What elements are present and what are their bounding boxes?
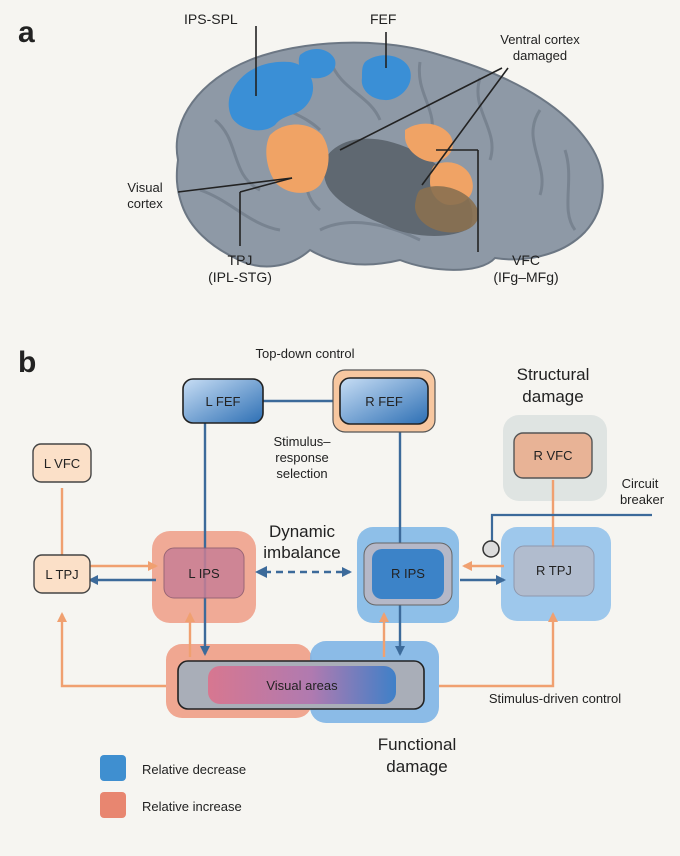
node-r-ips-label: R IPS [391, 566, 425, 581]
legend-increase-label: Relative increase [142, 799, 242, 814]
label-visual-line2: cortex [127, 196, 163, 211]
node-visual-areas: Visual areas [177, 660, 425, 710]
node-r-tpj: R TPJ [513, 545, 595, 597]
label-fef: FEF [370, 11, 396, 27]
node-l-tpj: L TPJ [33, 554, 91, 594]
panel-b-letter: b [18, 346, 36, 379]
label-vfc-line2: (IFg–MFg) [493, 269, 558, 285]
legend-swatch-increase [100, 792, 126, 818]
panel-b: b [18, 346, 665, 818]
label-ventral-line1: Ventral cortex [500, 32, 580, 47]
node-l-fef-label: L FEF [206, 394, 241, 409]
label-circuit-line2: breaker [620, 492, 665, 507]
node-l-vfc-label: L VFC [44, 456, 80, 471]
ips-spl-region [228, 61, 314, 131]
label-functional-line1: Functional [378, 735, 456, 754]
dynamic-arrow-left-head [255, 566, 267, 578]
node-r-vfc: R VFC [513, 432, 593, 479]
node-l-vfc: L VFC [32, 443, 92, 483]
ips-spl-region-2 [298, 48, 336, 79]
panel-a: a [18, 11, 604, 285]
label-top-down: Top-down control [256, 346, 355, 361]
node-l-ips-label: L IPS [188, 566, 220, 581]
tpj-region [266, 124, 329, 193]
vfc-region-upper [405, 123, 453, 162]
label-vfc-line1: VFC [512, 252, 540, 268]
node-r-fef: R FEF [332, 369, 436, 433]
brain-illustration [175, 41, 604, 271]
node-visual-areas-label: Visual areas [266, 678, 338, 693]
label-stim-driven: Stimulus-driven control [489, 691, 621, 706]
label-ventral-line2: damaged [513, 48, 567, 63]
label-functional-line2: damage [386, 757, 447, 776]
circuit-breaker-knob [482, 540, 500, 558]
legend: Relative decrease Relative increase [100, 755, 246, 818]
label-dynamic-line1: Dynamic [269, 522, 336, 541]
label-stim-resp-line1: Stimulus– [273, 434, 331, 449]
label-structural-line1: Structural [517, 365, 590, 384]
label-stim-resp-line3: selection [276, 466, 327, 481]
node-r-vfc-label: R VFC [534, 448, 573, 463]
node-r-fef-label: R FEF [365, 394, 403, 409]
connections [57, 399, 652, 688]
label-circuit-line1: Circuit [622, 476, 659, 491]
label-stim-resp-line2: response [275, 450, 328, 465]
node-r-tpj-label: R TPJ [536, 563, 572, 578]
brain-gyri [199, 59, 577, 242]
legend-swatch-decrease [100, 755, 126, 781]
node-r-ips: R IPS [363, 542, 453, 606]
label-tpj-line2: (IPL-STG) [208, 269, 272, 285]
panel-a-leader-lines [177, 26, 509, 252]
panel-a-letter: a [18, 16, 35, 49]
label-ips-spl: IPS-SPL [184, 11, 238, 27]
fef-region [361, 55, 411, 101]
label-dynamic-line2: imbalance [263, 543, 341, 562]
label-tpj-line1: TPJ [228, 252, 253, 268]
label-visual-line1: Visual [127, 180, 162, 195]
label-structural-line2: damage [522, 387, 583, 406]
node-l-tpj-label: L TPJ [45, 567, 78, 582]
legend-decrease-label: Relative decrease [142, 762, 246, 777]
node-l-fef: L FEF [182, 378, 264, 424]
vfc-damaged-overlap [414, 186, 479, 233]
node-l-ips: L IPS [163, 547, 245, 599]
